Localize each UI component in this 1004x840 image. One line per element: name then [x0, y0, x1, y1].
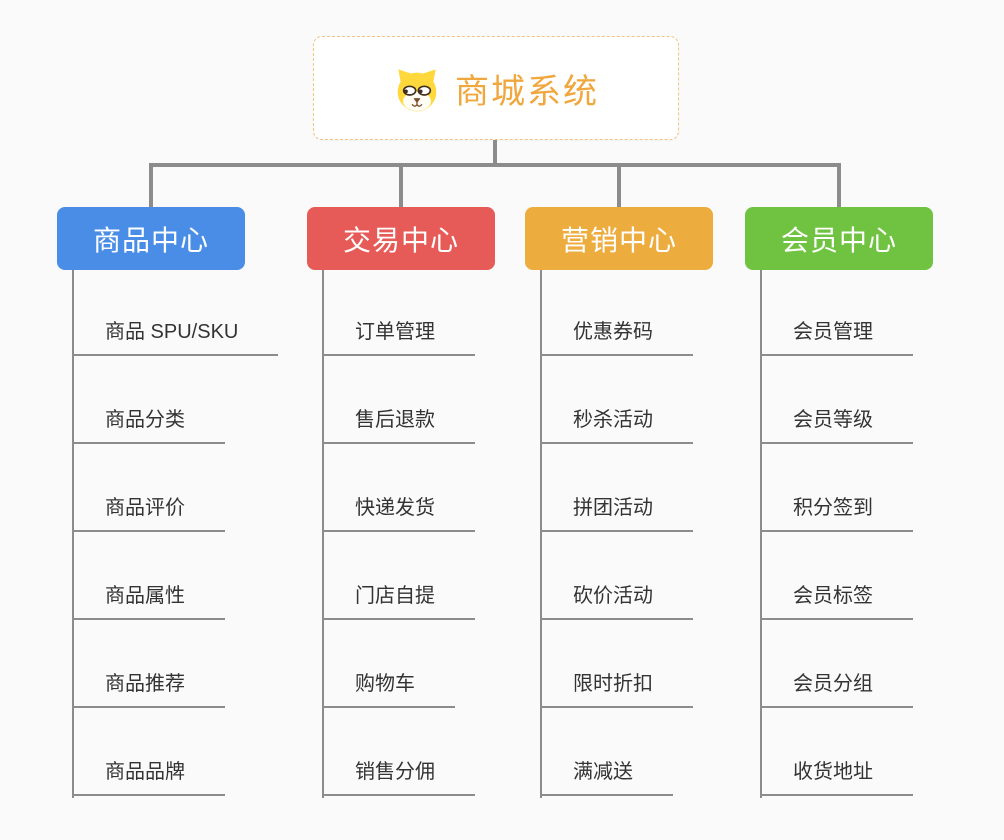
- leaf-node[interactable]: 会员标签: [760, 582, 913, 620]
- branch-node-product-center[interactable]: 商品中心: [57, 207, 245, 270]
- branch-trunk-line: [72, 270, 74, 798]
- branch-column-trade: 交易中心 订单管理 售后退款 快递发货 门店自提 购物车 销售分佣: [307, 207, 547, 817]
- connector-drop-line: [149, 163, 153, 209]
- leaf-node[interactable]: 购物车: [322, 670, 455, 708]
- root-title: 商城系统: [455, 72, 599, 111]
- leaf-node[interactable]: 商品属性: [72, 582, 225, 620]
- leaf-node[interactable]: 收货地址: [760, 758, 913, 796]
- leaf-node[interactable]: 快递发货: [322, 494, 475, 532]
- dog-mascot-icon: [393, 64, 441, 112]
- leaf-node[interactable]: 商品品牌: [72, 758, 225, 796]
- branch-trunk-line: [540, 270, 542, 798]
- connector-drop-line: [617, 163, 621, 209]
- leaf-node[interactable]: 砍价活动: [540, 582, 693, 620]
- leaf-node[interactable]: 会员分组: [760, 670, 913, 708]
- connector-stem-line: [493, 140, 497, 167]
- root-node[interactable]: 商城系统: [313, 36, 679, 140]
- branch-node-marketing-center[interactable]: 营销中心: [525, 207, 713, 270]
- branch-trunk-line: [322, 270, 324, 798]
- leaf-node[interactable]: 秒杀活动: [540, 406, 693, 444]
- branch-label: 会员中心: [780, 224, 897, 256]
- branch-column-marketing: 营销中心 优惠券码 秒杀活动 拼团活动 砍价活动 限时折扣 满减送: [525, 207, 765, 817]
- branch-label: 营销中心: [560, 224, 677, 256]
- leaf-node[interactable]: 优惠券码: [540, 318, 693, 356]
- leaf-node[interactable]: 订单管理: [322, 318, 475, 356]
- leaf-node[interactable]: 商品 SPU/SKU: [72, 318, 279, 356]
- connector-drop-line: [837, 163, 841, 209]
- leaf-node[interactable]: 拼团活动: [540, 494, 693, 532]
- leaf-node[interactable]: 商品推荐: [72, 670, 225, 708]
- leaf-node[interactable]: 门店自提: [322, 582, 475, 620]
- leaf-node[interactable]: 商品评价: [72, 494, 225, 532]
- leaf-node[interactable]: 限时折扣: [540, 670, 693, 708]
- leaf-node[interactable]: 满减送: [540, 758, 673, 796]
- connector-drop-line: [399, 163, 403, 209]
- branch-node-member-center[interactable]: 会员中心: [745, 207, 933, 270]
- branch-trunk-line: [760, 270, 762, 798]
- branch-label: 交易中心: [342, 224, 459, 256]
- branch-column-member: 会员中心 会员管理 会员等级 积分签到 会员标签 会员分组 收货地址: [745, 207, 985, 817]
- branch-column-product: 商品中心 商品 SPU/SKU 商品分类 商品评价 商品属性 商品推荐 商品品牌: [57, 207, 297, 817]
- leaf-node[interactable]: 售后退款: [322, 406, 475, 444]
- leaf-node[interactable]: 积分签到: [760, 494, 913, 532]
- leaf-node[interactable]: 销售分佣: [322, 758, 475, 796]
- branch-node-trade-center[interactable]: 交易中心: [307, 207, 495, 270]
- leaf-node[interactable]: 会员管理: [760, 318, 913, 356]
- leaf-node[interactable]: 商品分类: [72, 406, 225, 444]
- branch-label: 商品中心: [92, 224, 209, 256]
- connector-bus-line: [149, 163, 841, 167]
- leaf-node[interactable]: 会员等级: [760, 406, 913, 444]
